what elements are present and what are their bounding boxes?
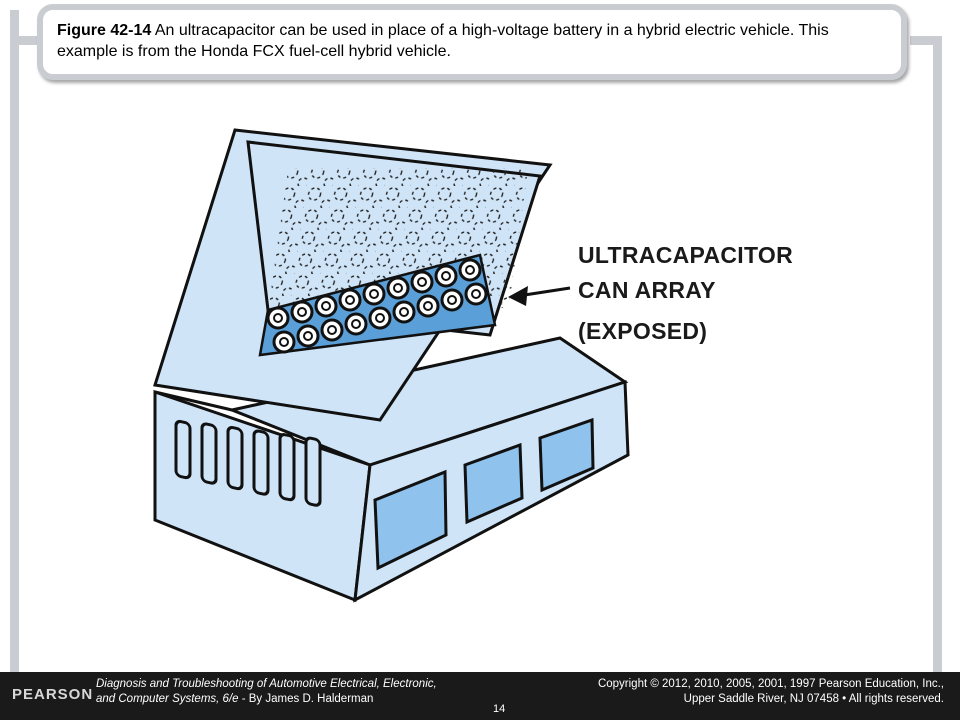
copyright-line-2: Upper Saddle River, NJ 07458 • All right… bbox=[683, 693, 944, 705]
slide-frame-left bbox=[10, 10, 19, 672]
callout-line-1: ULTRACAPACITOR bbox=[578, 242, 794, 268]
callout-line-2: CAN ARRAY bbox=[578, 277, 716, 303]
ultracapacitor-illustration bbox=[153, 128, 630, 603]
slide-frame-top-right bbox=[910, 36, 942, 45]
book-title-line-2: and Computer Systems, 6/e - By James D. … bbox=[96, 692, 437, 707]
caption-text: An ultracapacitor can be used in place o… bbox=[57, 22, 829, 60]
slide-frame-top-left bbox=[10, 36, 50, 45]
front-windows bbox=[373, 417, 595, 571]
slide-frame-right bbox=[933, 36, 942, 672]
book-title-edition: and Computer Systems, 6/e bbox=[96, 693, 239, 705]
figure-label: Figure 42-14 bbox=[57, 22, 152, 39]
book-title-line-1: Diagnosis and Troubleshooting of Automot… bbox=[96, 678, 437, 690]
callout-label: ULTRACAPACITOR CAN ARRAY (EXPOSED) bbox=[578, 238, 793, 349]
side-vents bbox=[174, 419, 322, 507]
book-citation: Diagnosis and Troubleshooting of Automot… bbox=[96, 677, 437, 707]
callout-arrow-icon bbox=[508, 286, 571, 306]
book-author: - By James D. Halderman bbox=[238, 693, 374, 705]
copyright-notice: Copyright © 2012, 2010, 2005, 2001, 1997… bbox=[598, 677, 944, 707]
page-number: 14 bbox=[493, 703, 506, 715]
caption-box: Figure 42-14 An ultracapacitor can be us… bbox=[37, 4, 907, 80]
figure-caption: Figure 42-14 An ultracapacitor can be us… bbox=[57, 20, 887, 62]
can-array bbox=[258, 253, 497, 357]
copyright-line-1: Copyright © 2012, 2010, 2005, 2001, 1997… bbox=[597, 678, 944, 690]
pearson-logo: PEARSON bbox=[12, 686, 94, 703]
footer-bar: PEARSON Diagnosis and Troubleshooting of… bbox=[0, 672, 960, 720]
callout-line-3: (EXPOSED) bbox=[578, 318, 708, 344]
